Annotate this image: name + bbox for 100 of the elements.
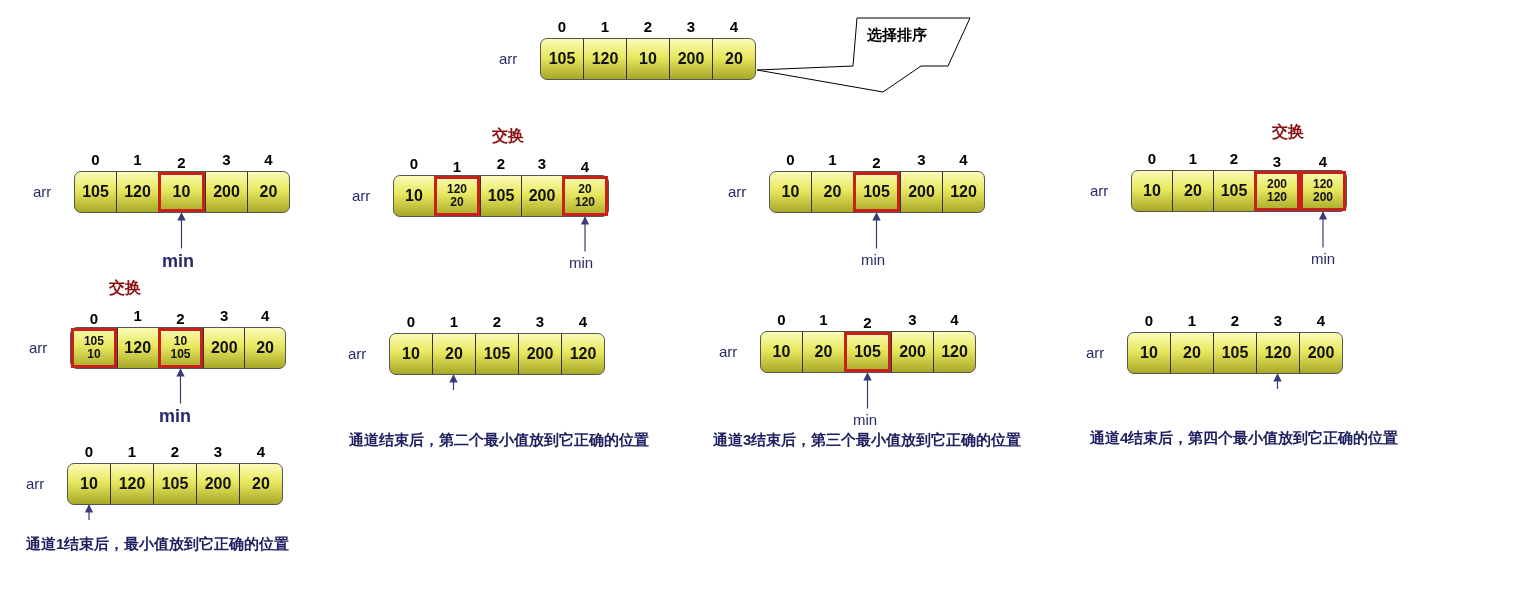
cell-value: 10 xyxy=(639,50,657,68)
index-number: 4 xyxy=(256,443,266,460)
index-number: 4 xyxy=(1316,312,1326,329)
swap-label: 交换 xyxy=(492,125,524,146)
index-number: 0 xyxy=(786,151,795,168)
cell-value: 120 xyxy=(941,343,968,361)
index-number: 0 xyxy=(557,18,567,35)
min-label: min xyxy=(852,410,878,428)
cell-value: 120 xyxy=(1313,178,1333,191)
caption: 通道3结束后，第三个最小值放到它正确的位置 xyxy=(713,430,1022,450)
cell-value: 20 xyxy=(1183,344,1201,362)
array-name: arr xyxy=(1090,182,1109,199)
index-number: 0 xyxy=(777,311,786,328)
index-number: 2 xyxy=(492,313,502,330)
index-number: 3 xyxy=(222,151,231,168)
cell-value: 10 xyxy=(80,475,98,493)
index-number: 1 xyxy=(819,311,828,328)
cell-value: 105 xyxy=(1220,182,1248,200)
cell-value: 200 xyxy=(526,345,554,363)
arrow xyxy=(177,212,186,250)
array-name: arr xyxy=(29,339,48,356)
index-number: 4 xyxy=(950,311,959,328)
array-name: arr xyxy=(499,50,518,67)
array-name: arr xyxy=(719,343,738,360)
index-number: 3 xyxy=(220,307,229,324)
index-number: 2 xyxy=(177,154,186,171)
index-number: 0 xyxy=(1147,150,1157,167)
index-number: 3 xyxy=(535,313,545,330)
arrow xyxy=(449,374,458,391)
index-number: 2 xyxy=(170,443,180,460)
cell-value: 20 xyxy=(578,183,592,196)
cell-value: 20 xyxy=(823,183,842,201)
index-number: 0 xyxy=(406,313,416,330)
index-number: 1 xyxy=(828,151,837,168)
arrow xyxy=(872,212,881,250)
cell-value: 10 xyxy=(1140,344,1158,362)
cell-value: 10 xyxy=(173,335,188,348)
index-number: 0 xyxy=(1144,312,1154,329)
cell-value: 105 xyxy=(170,348,191,361)
index-number: 2 xyxy=(863,314,872,331)
min-label: min xyxy=(162,250,194,272)
cell-value: 105 xyxy=(1221,344,1249,362)
caption: 通道结束后，第二个最小值放到它正确的位置 xyxy=(349,430,649,450)
cell-value: 20 xyxy=(1184,182,1202,200)
index-number: 1 xyxy=(449,313,459,330)
cell-value: 105 xyxy=(83,335,104,348)
index-number: 1 xyxy=(1188,150,1198,167)
cell-value: 200 xyxy=(204,475,232,493)
cell-value: 105 xyxy=(483,345,511,363)
cell-value: 200 xyxy=(528,187,556,205)
array-name: arr xyxy=(728,183,747,200)
cell-value: 105 xyxy=(161,475,189,493)
min-label: min xyxy=(860,250,886,268)
arrow xyxy=(863,372,872,410)
index-number: 2 xyxy=(643,18,653,35)
array-name: arr xyxy=(1086,344,1105,361)
cell-value: 120 xyxy=(950,183,977,201)
cell-value: 200 xyxy=(1267,178,1287,191)
arrow xyxy=(84,504,94,521)
index-number: 1 xyxy=(600,18,610,35)
cell-value: 120 xyxy=(591,50,619,68)
index-number: 4 xyxy=(729,18,739,35)
index-number: 3 xyxy=(1272,153,1282,170)
index-number: 1 xyxy=(133,307,142,324)
index-number: 0 xyxy=(89,310,99,327)
cell-value: 10 xyxy=(781,183,800,201)
arrow xyxy=(176,368,185,405)
index-number: 3 xyxy=(213,443,223,460)
index-number: 3 xyxy=(917,151,926,168)
index-number: 1 xyxy=(133,151,142,168)
cell-value: 10 xyxy=(172,183,191,201)
cell-value: 200 xyxy=(213,183,240,201)
min-label: min xyxy=(1310,249,1336,267)
min-label: min xyxy=(159,405,191,427)
index-number: 2 xyxy=(176,310,185,327)
index-number: 3 xyxy=(686,18,696,35)
cell-value: 10 xyxy=(87,348,101,361)
cell-value: 200 xyxy=(1307,344,1335,362)
index-number: 2 xyxy=(1229,150,1239,167)
index-number: 4 xyxy=(260,307,270,324)
index-number: 4 xyxy=(580,158,590,175)
swap-label: 交换 xyxy=(1272,121,1304,142)
arrow xyxy=(1318,211,1328,249)
cell-value: 20 xyxy=(445,345,463,363)
cell-value: 120 xyxy=(569,345,597,363)
cell-value: 20 xyxy=(252,475,270,493)
cell-value: 120 xyxy=(1267,191,1287,204)
cell-value: 20 xyxy=(256,339,274,357)
cell-value: 200 xyxy=(677,50,705,68)
cell-value: 105 xyxy=(548,50,576,68)
index-number: 3 xyxy=(908,311,917,328)
min-label: min xyxy=(568,253,594,271)
cell-value: 10 xyxy=(405,187,423,205)
cell-value: 120 xyxy=(575,196,595,209)
cell-value: 10 xyxy=(1143,182,1161,200)
array-name: arr xyxy=(348,345,367,362)
index-number: 4 xyxy=(959,151,968,168)
index-number: 4 xyxy=(578,313,588,330)
cell-value: 20 xyxy=(259,183,278,201)
arrow xyxy=(580,216,590,253)
